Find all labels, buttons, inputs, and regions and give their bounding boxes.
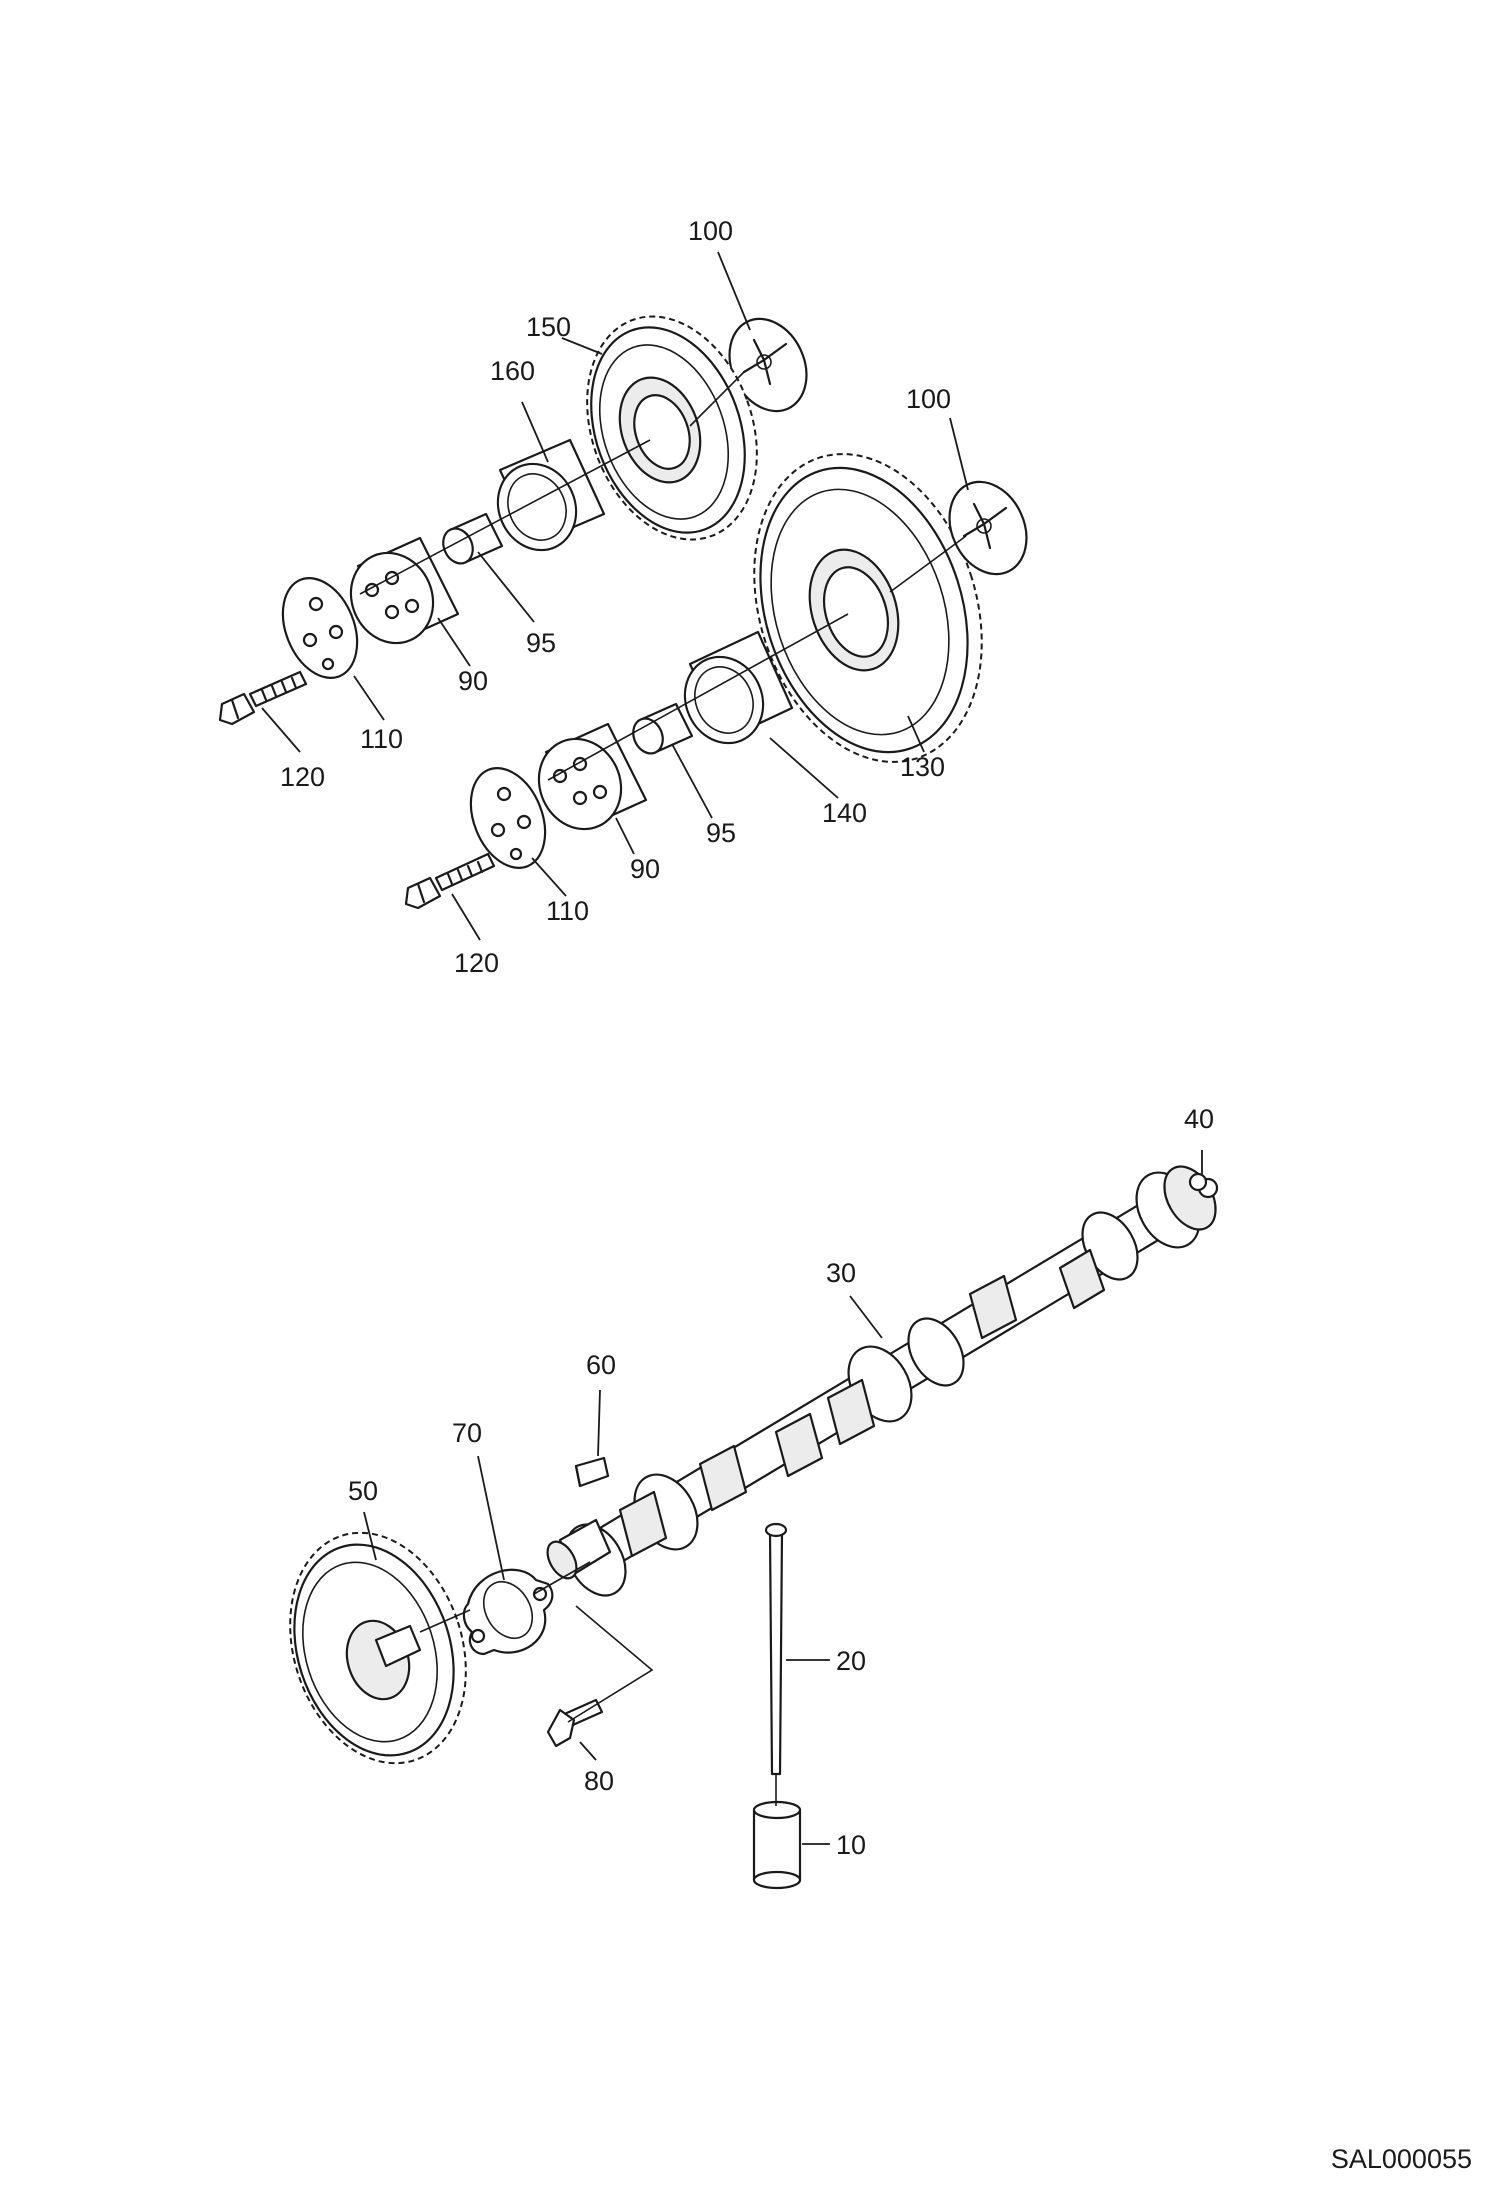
leader-lines — [261, 251, 1203, 1845]
callout-90-upper-shaft: 90 — [458, 666, 488, 696]
thrust-washer-part — [948, 480, 1028, 576]
idler-shaft-part — [537, 722, 648, 831]
callout-140-bushing: 140 — [822, 798, 867, 828]
woodruff-key-part — [574, 1456, 610, 1488]
callout-80-bolt: 80 — [584, 1766, 614, 1796]
camshaft-gear-part — [289, 1531, 467, 1765]
callout-120-lower-bolt: 120 — [454, 948, 499, 978]
tappet-part — [752, 1800, 802, 1890]
callout-110-upper-plate: 110 — [360, 724, 403, 754]
callout-130-large-gear: 130 — [900, 752, 945, 782]
callout-100-upper-washer: 100 — [688, 216, 733, 246]
callout-95-upper-pin: 95 — [526, 628, 556, 658]
callout-50-camshaft-gear: 50 — [348, 1476, 378, 1506]
pin-part — [442, 512, 504, 565]
callout-labels: 100 150 160 100 95 90 110 120 130 140 95… — [280, 216, 1214, 1860]
retaining-plate-part — [469, 767, 547, 869]
callout-30-camshaft: 30 — [826, 1258, 856, 1288]
push-rod-part — [764, 1522, 788, 1776]
thrust-plate-part — [462, 1568, 554, 1656]
bolt-part — [404, 852, 496, 910]
callout-60-key: 60 — [586, 1350, 616, 1380]
camshaft-assembly-lower — [289, 1165, 1219, 1890]
callout-40-ball: 40 — [1184, 1104, 1214, 1134]
idler-gear-assembly-upper — [218, 315, 1028, 910]
pin-part — [632, 702, 694, 755]
bolt-part — [218, 670, 308, 726]
idler-gear-part — [586, 315, 758, 541]
callout-10-tappet: 10 — [836, 1830, 866, 1860]
document-code: SAL000055 — [1331, 2144, 1472, 2174]
callout-70-thrust-plate: 70 — [452, 1418, 482, 1448]
callout-150-idler-gear: 150 — [526, 312, 571, 342]
callout-20-push-rod: 20 — [836, 1646, 866, 1676]
callout-110-lower-plate: 110 — [546, 896, 589, 926]
large-idler-gear-part — [753, 453, 983, 763]
callout-100-lower-washer: 100 — [906, 384, 951, 414]
callout-90-lower-shaft: 90 — [630, 854, 660, 884]
callout-160-bushing: 160 — [490, 356, 535, 386]
thrust-washer-part — [728, 317, 808, 413]
retaining-plate-part — [281, 577, 359, 679]
ball-part — [1188, 1172, 1208, 1192]
idler-shaft-part — [349, 536, 460, 645]
callout-120-upper-bolt: 120 — [280, 762, 325, 792]
callout-95-lower-pin: 95 — [706, 818, 736, 848]
camshaft-part — [546, 1165, 1219, 1597]
